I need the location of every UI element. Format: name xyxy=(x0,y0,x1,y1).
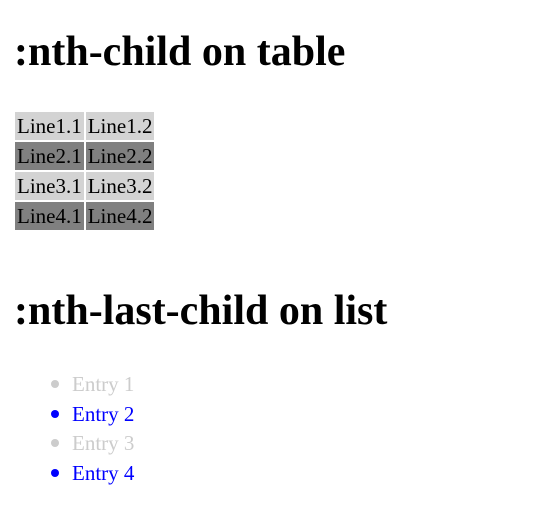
demo-table: Line1.1 Line1.2 Line2.1 Line2.2 Line3.1 … xyxy=(13,110,156,232)
list-item: Entry 1 xyxy=(51,370,135,400)
table-cell: Line3.1 xyxy=(15,172,84,200)
table-row: Line3.1 Line3.2 xyxy=(15,172,155,200)
table-row: Line2.1 Line2.2 xyxy=(15,142,155,170)
list-item-label: Entry 3 xyxy=(72,431,135,455)
table-cell: Line1.1 xyxy=(15,112,84,140)
bullet-icon xyxy=(51,468,59,477)
table-row: Line4.1 Line4.2 xyxy=(15,202,155,230)
bullet-icon xyxy=(51,380,59,388)
table-cell: Line3.2 xyxy=(85,172,155,200)
table-cell: Line4.2 xyxy=(85,202,155,230)
list-item: Entry 2 xyxy=(51,400,135,430)
table-row: Line1.1 Line1.2 xyxy=(15,112,155,140)
table-section-heading: :nth-child on table xyxy=(14,29,346,75)
list-item-label: Entry 2 xyxy=(72,401,135,426)
list-section-heading: :nth-last-child on list xyxy=(14,288,388,334)
table-cell: Line1.2 xyxy=(85,112,155,140)
bullet-icon xyxy=(51,439,59,447)
list-item: Entry 3 xyxy=(51,429,135,459)
list-item-label: Entry 1 xyxy=(72,372,135,396)
table-cell: Line4.1 xyxy=(15,202,84,230)
table-cell: Line2.2 xyxy=(85,142,155,170)
table-cell: Line2.1 xyxy=(15,142,84,170)
bullet-icon xyxy=(51,409,59,418)
list-item: Entry 4 xyxy=(51,459,135,489)
entry-list: Entry 1 Entry 2 Entry 3 Entry 4 xyxy=(14,370,134,488)
list-item-label: Entry 4 xyxy=(72,460,135,485)
